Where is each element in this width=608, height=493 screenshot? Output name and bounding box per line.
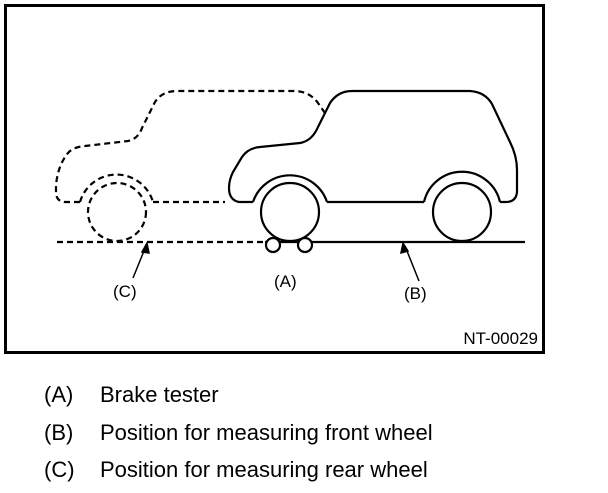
dashed-vehicle-wheel <box>86 181 148 243</box>
dashed-vehicle-wheel-arch <box>78 173 155 203</box>
legend-key: (A) <box>44 382 74 407</box>
legend-text: Brake tester <box>100 382 219 407</box>
legend-item: (A) Brake tester <box>44 380 433 418</box>
brake-tester-roller-front <box>264 236 282 254</box>
arrowhead-b <box>400 241 410 255</box>
legend-text: Position for measuring rear wheel <box>100 457 428 482</box>
legend-item: (C) Position for measuring rear wheel <box>44 455 433 493</box>
solid-vehicle-front-wheel-arch <box>251 174 329 203</box>
figure-code: NT-00029 <box>463 329 538 348</box>
solid-vehicle-rear-wheel-arch <box>422 170 502 203</box>
callout-b: (B) <box>404 284 427 303</box>
brake-tester <box>264 236 314 254</box>
solid-vehicle-front-wheel <box>259 181 321 243</box>
solid-vehicle-body <box>227 89 519 204</box>
leader-lines <box>132 240 420 282</box>
brake-tester-roller-rear <box>296 236 314 254</box>
callout-c: (C) <box>113 282 137 301</box>
brake-tester-diagram: (C) (A) (B) NT-00029 <box>4 4 545 354</box>
legend-text: Position for measuring front wheel <box>100 419 433 445</box>
figure-frame <box>4 4 545 354</box>
solid-vehicle-rear-wheel <box>431 181 493 243</box>
legend-key: (C) <box>44 457 75 482</box>
dashed-vehicle-body <box>54 89 328 204</box>
dashed-vehicle <box>54 89 328 244</box>
legend-key: (B) <box>44 419 74 445</box>
legend: (A) Brake tester (B) Position for measur… <box>44 380 433 493</box>
legend-item: (B) Position for measuring front wheel <box>44 418 433 456</box>
callout-a: (A) <box>274 272 297 291</box>
solid-vehicle <box>227 89 525 244</box>
arrowhead-c <box>140 240 150 254</box>
